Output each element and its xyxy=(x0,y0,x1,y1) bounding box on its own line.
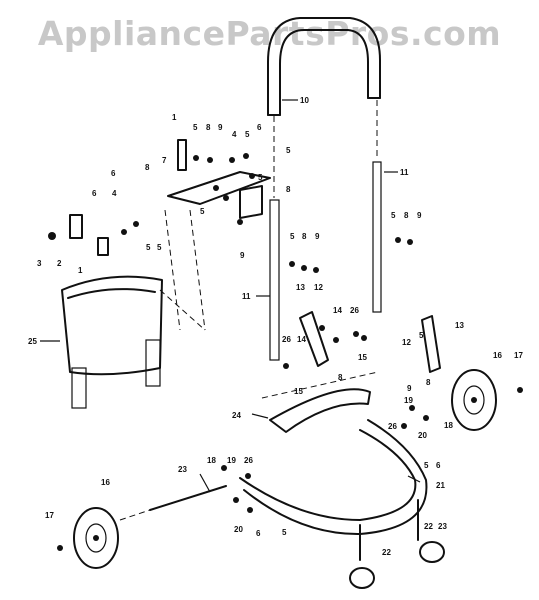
handle-part xyxy=(267,17,381,116)
callout-5: 5 xyxy=(391,211,396,220)
brace-right xyxy=(421,315,441,373)
callout-13: 13 xyxy=(296,283,305,292)
callout-9: 9 xyxy=(417,211,422,220)
callout-5: 5 xyxy=(282,528,287,537)
callout-8: 8 xyxy=(206,123,211,132)
callout-8: 8 xyxy=(338,373,343,382)
axle-rod xyxy=(119,485,227,521)
callout-7: 7 xyxy=(162,156,167,165)
callout-1: 1 xyxy=(172,113,177,122)
callout-13: 13 xyxy=(455,321,464,330)
callout-4: 4 xyxy=(232,130,237,139)
callout-6: 6 xyxy=(111,169,116,178)
callout-23: 23 xyxy=(178,465,187,474)
callout-19: 19 xyxy=(404,396,413,405)
callout-5: 5 xyxy=(157,243,162,252)
callout-8: 8 xyxy=(426,378,431,387)
callout-26: 26 xyxy=(282,335,291,344)
callout-19: 19 xyxy=(227,456,236,465)
callout-6: 6 xyxy=(256,529,261,538)
callout-4: 4 xyxy=(112,189,117,198)
callout-5: 5 xyxy=(193,123,198,132)
callout-5: 5 xyxy=(290,232,295,241)
callout-9: 9 xyxy=(407,384,412,393)
callout-12: 12 xyxy=(402,338,411,347)
callout-3: 3 xyxy=(37,259,42,268)
callout-11: 11 xyxy=(242,292,251,301)
upper-bracket xyxy=(164,139,271,331)
callout-18: 18 xyxy=(444,421,453,430)
leader-lines xyxy=(40,99,421,493)
callout-22: 22 xyxy=(382,548,391,557)
callout-6: 6 xyxy=(92,189,97,198)
callout-5: 5 xyxy=(419,331,424,340)
callout-26: 26 xyxy=(388,422,397,431)
callout-26: 26 xyxy=(350,306,359,315)
right-upright-part xyxy=(372,100,382,313)
caster-left xyxy=(349,524,375,589)
callout-16: 16 xyxy=(101,478,110,487)
brace-left xyxy=(299,311,329,367)
wheel-right xyxy=(451,369,497,431)
callout-5: 5 xyxy=(424,461,429,470)
callout-labels: 10 11 1 5 8 9 4 5 6 5 8 7 5 6 5 8 6 4 5 … xyxy=(28,96,523,557)
callout-20: 20 xyxy=(418,431,427,440)
callout-9: 9 xyxy=(315,232,320,241)
callout-22: 22 xyxy=(424,522,433,531)
callout-8: 8 xyxy=(145,163,150,172)
callout-5: 5 xyxy=(258,173,263,182)
callout-26: 26 xyxy=(244,456,253,465)
callout-8: 8 xyxy=(404,211,409,220)
callout-6: 6 xyxy=(436,461,441,470)
callout-17: 17 xyxy=(45,511,54,520)
callout-9: 9 xyxy=(218,123,223,132)
base-ring xyxy=(239,419,428,536)
caster-right xyxy=(417,499,445,563)
callout-24: 24 xyxy=(232,411,241,420)
callout-1: 1 xyxy=(78,266,83,275)
callout-5: 5 xyxy=(286,146,291,155)
callout-17: 17 xyxy=(514,351,523,360)
hardware-fasteners xyxy=(48,153,523,551)
callout-5: 5 xyxy=(245,130,250,139)
callout-25: 25 xyxy=(28,337,37,346)
callout-5: 5 xyxy=(200,207,205,216)
callout-14: 14 xyxy=(297,335,306,344)
callout-2: 2 xyxy=(57,259,62,268)
callout-10: 10 xyxy=(300,96,309,105)
callout-15: 15 xyxy=(294,387,303,396)
callout-21: 21 xyxy=(436,481,445,490)
callout-12: 12 xyxy=(314,283,323,292)
callout-14: 14 xyxy=(333,306,342,315)
callout-18: 18 xyxy=(207,456,216,465)
callout-11: 11 xyxy=(400,168,409,177)
axle-bracket xyxy=(261,371,379,433)
callout-5: 5 xyxy=(146,243,151,252)
callout-6: 6 xyxy=(257,123,262,132)
callout-8: 8 xyxy=(286,185,291,194)
callout-8: 8 xyxy=(302,232,307,241)
left-upright-part xyxy=(269,116,280,361)
callout-23: 23 xyxy=(438,522,447,531)
wheel-left xyxy=(73,507,119,569)
callout-15: 15 xyxy=(358,353,367,362)
callout-16: 16 xyxy=(493,351,502,360)
tray-part xyxy=(61,275,206,409)
left-bracket xyxy=(69,214,109,256)
callout-20: 20 xyxy=(234,525,243,534)
callout-9: 9 xyxy=(240,251,245,260)
